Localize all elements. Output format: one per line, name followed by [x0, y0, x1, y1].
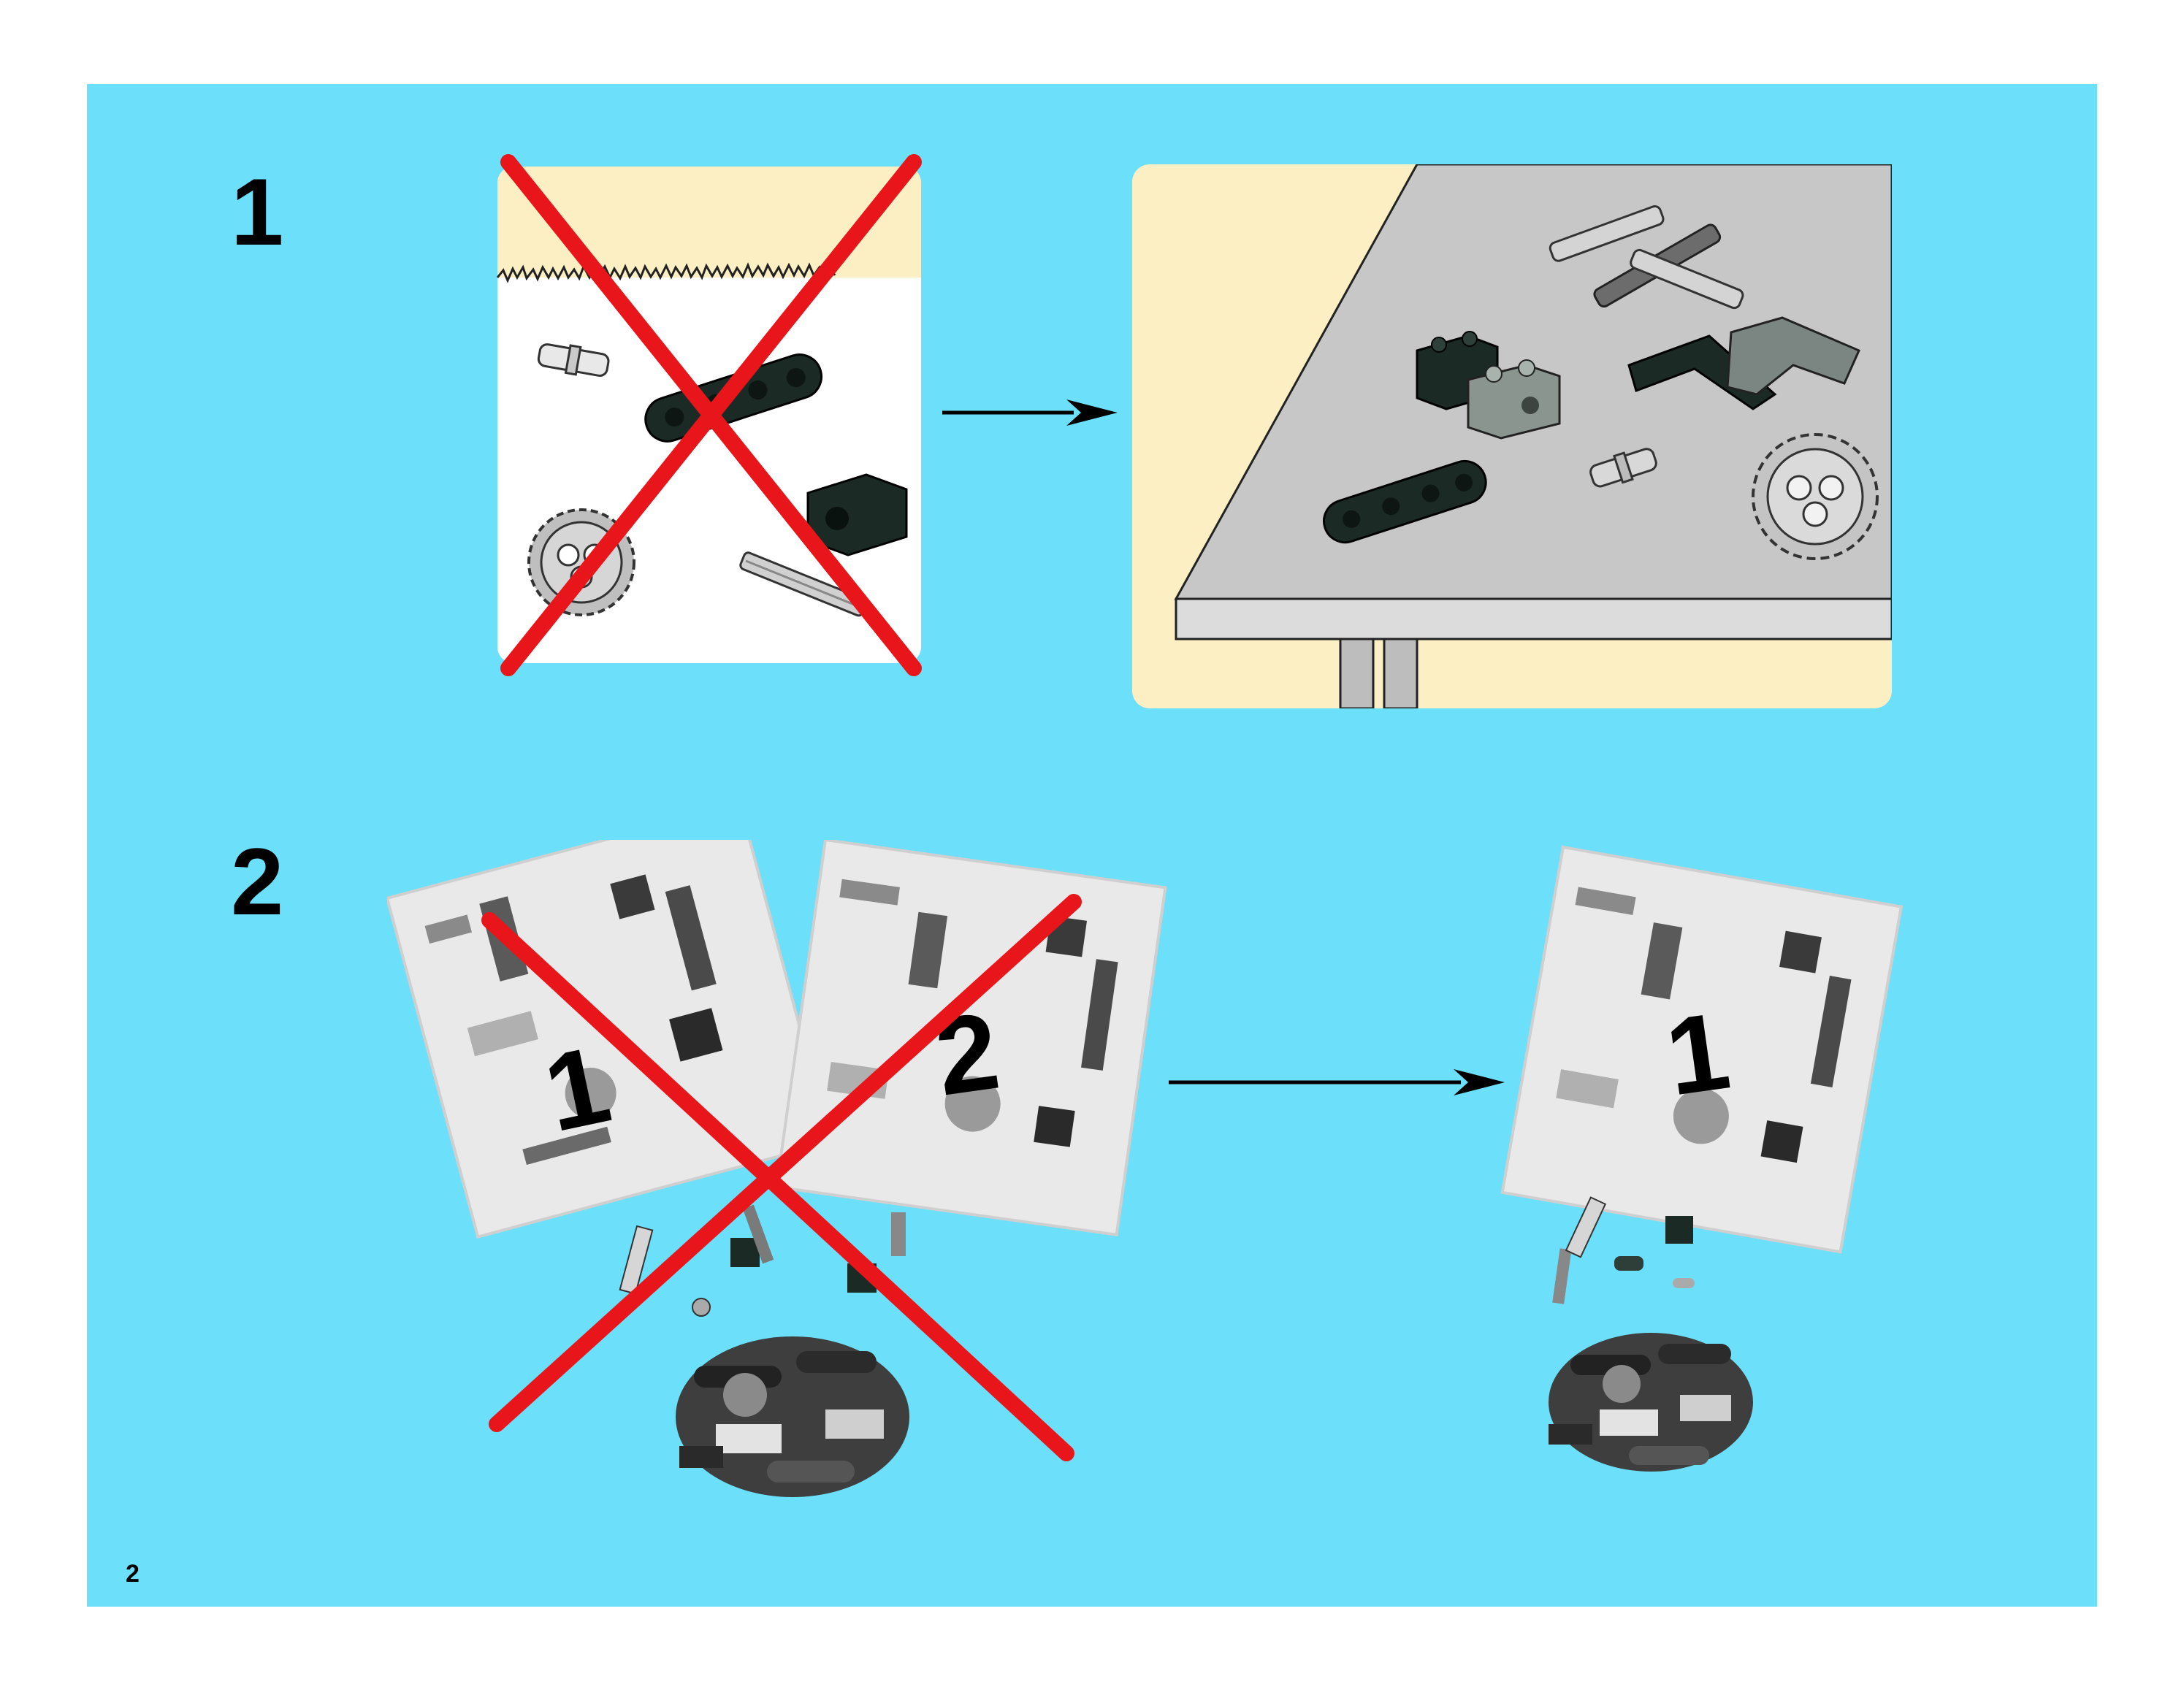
correct-example-table-panel: [1132, 164, 1892, 708]
wrong-example-grass-panel: [494, 153, 926, 679]
technic-brick-part-icon: [806, 473, 908, 556]
parts-bag-1-icon: [1500, 845, 1904, 1254]
parts-bag-2-icon: [774, 840, 1167, 1236]
correct-example-one-bag-panel: 1: [1483, 840, 1943, 1497]
arrow-icon: [942, 398, 1118, 427]
red-x-mark-icon: [500, 154, 922, 676]
step-number-1: 1: [231, 158, 284, 265]
step-number-2: 2: [231, 828, 284, 935]
parts-pile-icon: [676, 1336, 909, 1497]
red-x-mark-icon: [481, 894, 1082, 1461]
parts-pile-icon: [1549, 1333, 1753, 1472]
pin-part-icon: [537, 343, 610, 377]
arrow-icon: [1169, 1068, 1505, 1097]
page-number: 2: [126, 1560, 140, 1588]
wrong-example-two-bags-panel: 1 2: [387, 840, 1183, 1512]
